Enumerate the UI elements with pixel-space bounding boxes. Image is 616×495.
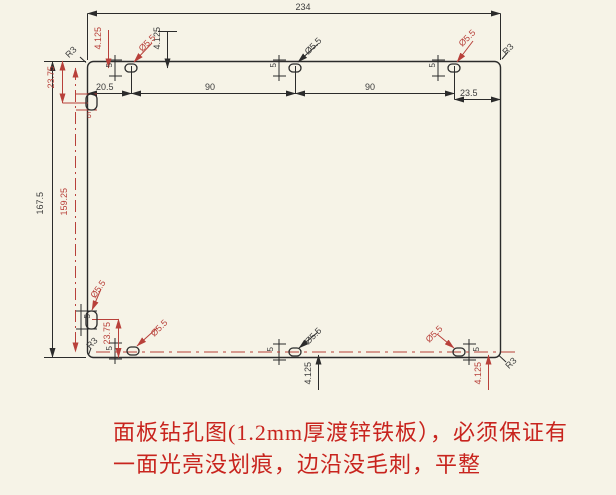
dim-top-right-offset-label: 23.5 bbox=[460, 88, 478, 98]
slot-width-label-top-center: 5 bbox=[269, 63, 278, 68]
dim-top-span2-label: 90 bbox=[365, 82, 376, 92]
slot-width-label-bottom-left: 5 bbox=[105, 346, 114, 351]
slot-bottom-center bbox=[288, 347, 302, 357]
dim-side-offset-bottom-label: 23.75 bbox=[102, 322, 112, 345]
slot-width-label-left-lower: 5 bbox=[83, 314, 92, 319]
slot-width-label-top-left: 5 bbox=[105, 63, 114, 68]
red-dimension-lines bbox=[59, 30, 520, 390]
dim-overall-height-label: 167.5 bbox=[35, 192, 45, 215]
dim-edge-offset-bottom-black-label: 4.125 bbox=[303, 362, 313, 385]
slot-width-label-left-upper: 5 bbox=[87, 111, 92, 120]
dim-top-left-offset-label: 20.5 bbox=[96, 82, 114, 92]
slot-left-edge-upper bbox=[85, 93, 98, 111]
panel-outline bbox=[86, 60, 502, 359]
slot-left-edge-lower bbox=[85, 310, 98, 330]
slot-width-label-bottom-right: 5 bbox=[472, 347, 481, 352]
dim-overall-width-label: 234 bbox=[295, 2, 311, 12]
slot-top-center bbox=[288, 63, 302, 73]
slot-width-label-top-right: 5 bbox=[428, 63, 437, 68]
slot-width-label-bottom-center: 5 bbox=[266, 347, 275, 352]
dim-edge-offset-bottom-red-label: 4.125 bbox=[473, 362, 483, 385]
slot-bottom-left bbox=[126, 346, 140, 356]
note-line-1: 面板钻孔图(1.2mm厚渡锌铁板），必须保证有 bbox=[113, 420, 569, 445]
drill-slots bbox=[85, 63, 466, 357]
note-line-2: 一面光亮没划痕，边沿没毛刺，平整 bbox=[113, 452, 482, 477]
drawing-linework bbox=[44, 10, 520, 390]
dim-edge-offset-top-red-label: 4.125 bbox=[93, 27, 103, 50]
slot-top-right bbox=[447, 63, 461, 73]
slot-bottom-right bbox=[452, 347, 466, 357]
dim-top-span1-label: 90 bbox=[205, 82, 216, 92]
slot-top-left bbox=[124, 63, 138, 73]
dim-hole-span-label: 159.25 bbox=[59, 188, 69, 216]
dim-side-offset-top-label: 23.75 bbox=[46, 66, 56, 89]
